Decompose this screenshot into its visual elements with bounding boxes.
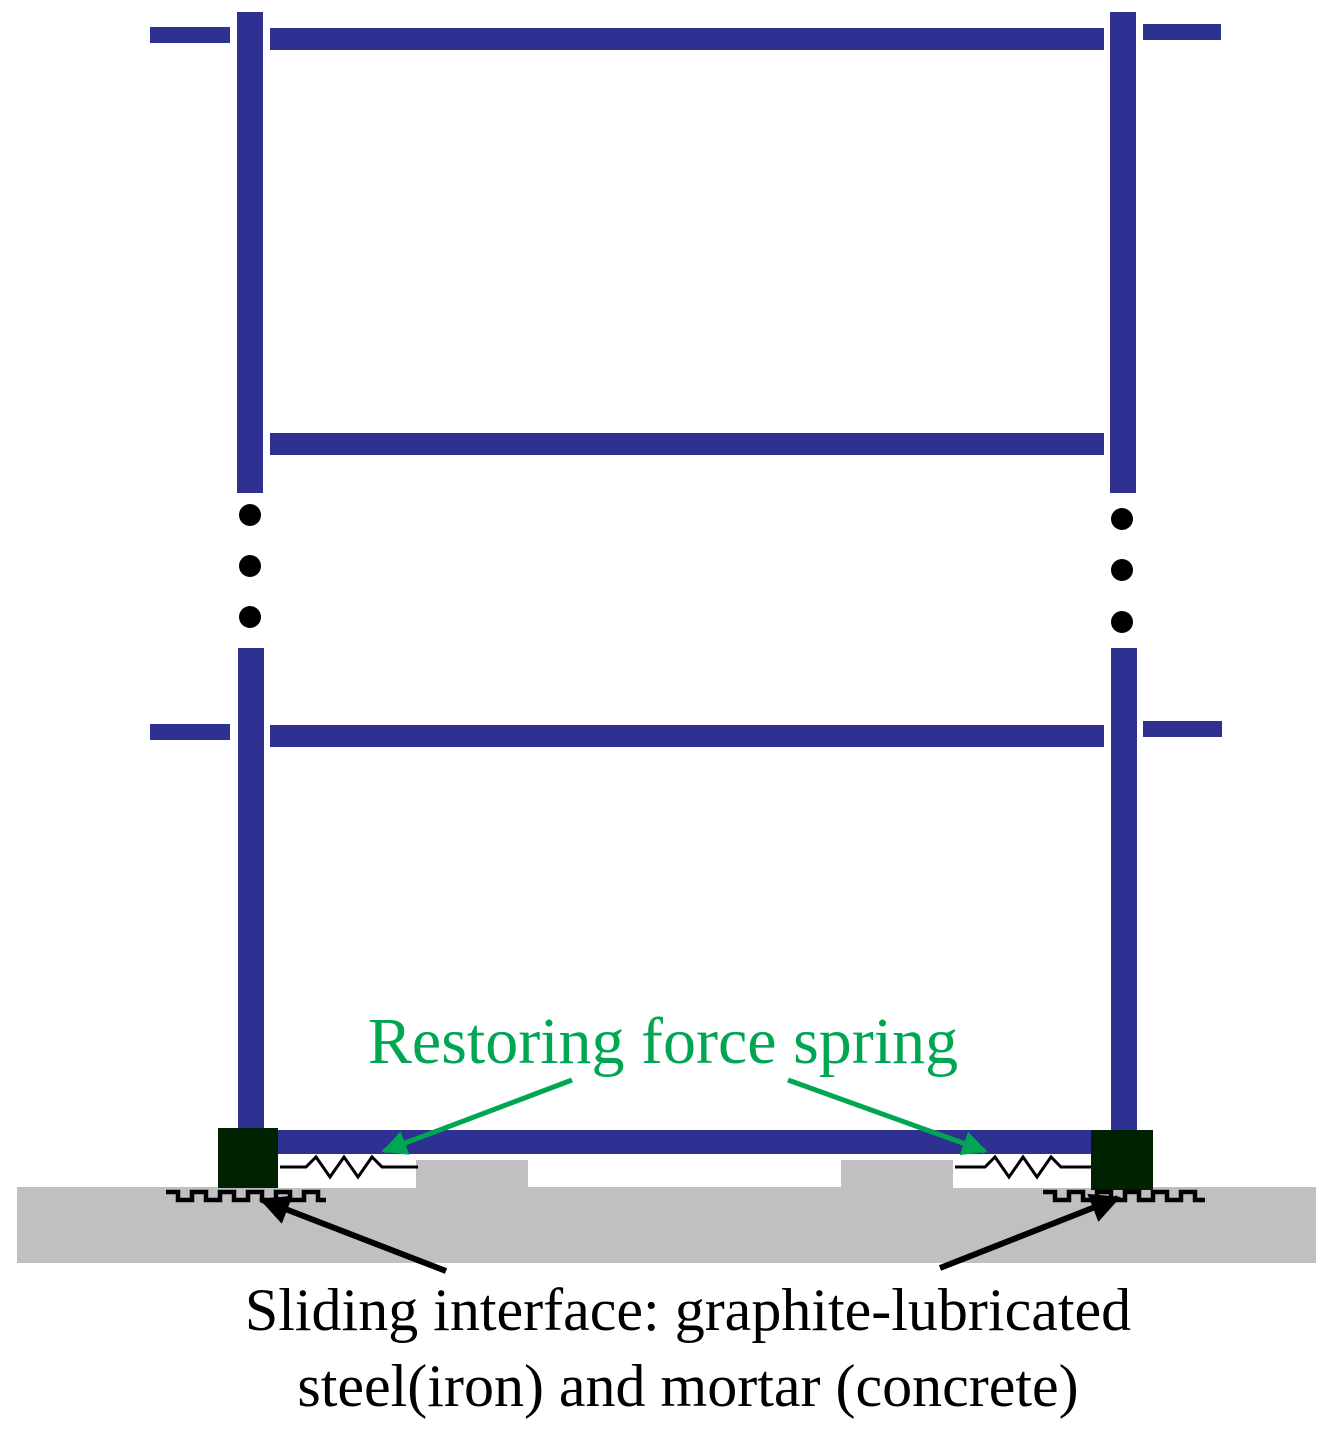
- top-beam: [270, 28, 1104, 50]
- ellipsis-dot-left-1: [239, 504, 261, 526]
- right-bearing-block: [1091, 1130, 1153, 1190]
- left-spring: [280, 1154, 418, 1180]
- ellipsis-dot-right-1: [1111, 508, 1133, 530]
- spring-arrow-left: [381, 1077, 573, 1155]
- ellipsis-dot-left-2: [239, 555, 261, 577]
- right-sliding-interface: [1043, 1189, 1205, 1203]
- ellipsis-dot-right-3: [1111, 611, 1133, 633]
- spring-label: Restoring force spring: [368, 1005, 958, 1078]
- interface-label-line-2: steel(iron) and mortar (concrete): [297, 1353, 1078, 1419]
- interface-label-line-1: Sliding interface: graphite-lubricated: [245, 1277, 1131, 1343]
- right-column-upper: [1110, 12, 1136, 493]
- interface-arrow-left: [259, 1195, 448, 1274]
- lower-beam: [270, 725, 1104, 747]
- lower-beam-left-stub: [150, 724, 230, 740]
- top-beam-right-stub: [1143, 24, 1221, 40]
- left-column-lower: [238, 648, 264, 1130]
- lower-beam-right-stub: [1143, 721, 1222, 737]
- ellipsis-dot-right-2: [1111, 559, 1133, 581]
- left-sliding-interface: [166, 1189, 326, 1203]
- left-bearing-block: [218, 1128, 278, 1188]
- right-stop-block: [841, 1160, 953, 1188]
- interface-arrow-right: [938, 1193, 1121, 1271]
- left-column-upper: [237, 12, 263, 493]
- right-spring: [955, 1154, 1091, 1180]
- left-pit: [278, 1170, 416, 1188]
- top-beam-left-stub: [150, 27, 230, 43]
- right-pit: [953, 1170, 1091, 1188]
- second-beam: [270, 433, 1104, 455]
- ellipsis-dot-left-3: [239, 606, 261, 628]
- right-column-lower: [1111, 648, 1137, 1130]
- spring-arrow-right: [787, 1077, 988, 1156]
- left-stop-block: [416, 1160, 528, 1188]
